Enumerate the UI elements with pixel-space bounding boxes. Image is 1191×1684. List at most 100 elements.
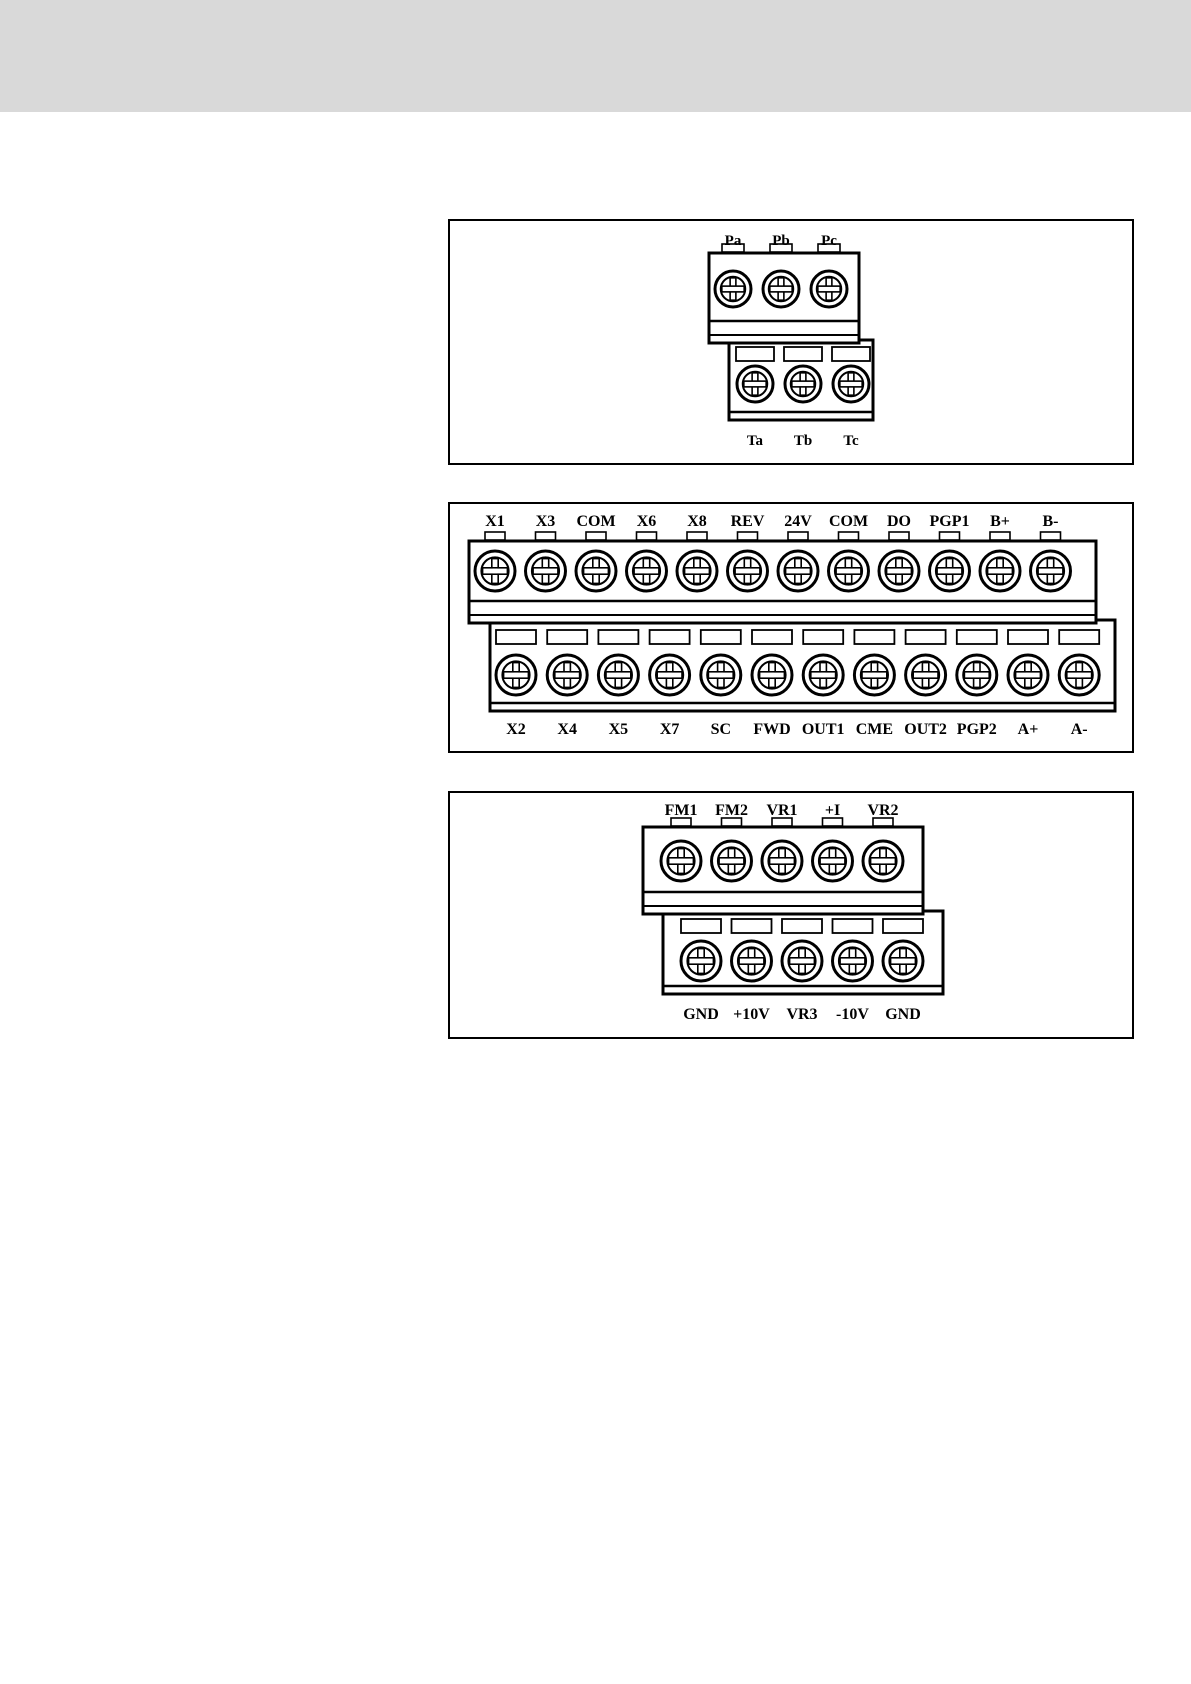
terminal-screw-icon xyxy=(496,655,536,695)
terminal-label-top: REV xyxy=(731,513,765,530)
terminal-slot xyxy=(832,347,870,361)
terminal-tab xyxy=(889,532,909,540)
terminal-label-top: +I xyxy=(825,802,840,819)
terminal-screw-icon xyxy=(661,841,701,881)
terminal-slot xyxy=(1059,630,1099,644)
terminal-label-top: DO xyxy=(887,513,911,530)
terminal-screw-icon xyxy=(1031,551,1071,591)
terminal-screw-icon xyxy=(598,655,638,695)
terminal-label-top: COM xyxy=(576,513,615,530)
terminal-slot xyxy=(957,630,997,644)
terminal-label-top: B+ xyxy=(990,513,1010,530)
terminal-screw-icon xyxy=(879,551,919,591)
terminal-slot xyxy=(803,630,843,644)
terminal-screw-icon xyxy=(906,655,946,695)
terminal-slot xyxy=(906,630,946,644)
terminal-slot xyxy=(883,919,923,933)
terminal-tab xyxy=(839,532,859,540)
terminal-screw-icon xyxy=(547,655,587,695)
terminal-block-control-io: X1X3COMX6X8REV24VCOMDOPGP1B+B-X2X4X5X7SC… xyxy=(448,502,1134,753)
terminal-label-bottom: Tc xyxy=(843,433,859,449)
terminal-screw-icon xyxy=(854,655,894,695)
terminal-label-bottom: SC xyxy=(711,721,731,738)
terminal-tab xyxy=(722,818,742,826)
terminal-label-bottom: Tb xyxy=(794,433,812,449)
terminal-screw-icon xyxy=(980,551,1020,591)
terminal-label-top: Pb xyxy=(772,233,790,249)
terminal-slot xyxy=(833,919,873,933)
terminal-screw-icon xyxy=(1008,655,1048,695)
terminal-tab xyxy=(671,818,691,826)
terminal-screw-icon xyxy=(762,841,802,881)
terminal-screw-icon xyxy=(627,551,667,591)
terminal-label-top: VR1 xyxy=(766,802,797,819)
terminal-tab xyxy=(990,532,1010,540)
terminal-screw-icon xyxy=(782,941,822,981)
terminal-slot xyxy=(547,630,587,644)
terminal-slot xyxy=(736,347,774,361)
terminal-label-bottom: VR3 xyxy=(786,1006,817,1023)
terminal-screw-icon xyxy=(930,551,970,591)
terminal-tab xyxy=(738,532,758,540)
terminal-label-bottom: A+ xyxy=(1018,721,1039,738)
terminal-label-bottom: A- xyxy=(1071,721,1088,738)
terminal-screw-icon xyxy=(677,551,717,591)
terminal-label-bottom: -10V xyxy=(836,1006,869,1023)
terminal-label-bottom: +10V xyxy=(733,1006,770,1023)
terminal-screw-icon xyxy=(526,551,566,591)
terminal-slot xyxy=(681,919,721,933)
terminal-block: X1X3COMX6X8REV24VCOMDOPGP1B+B-X2X4X5X7SC… xyxy=(469,513,1115,738)
terminal-label-top: PGP1 xyxy=(930,513,970,530)
terminal-screw-icon xyxy=(728,551,768,591)
terminal-label-bottom: CME xyxy=(856,721,893,738)
terminal-screw-icon xyxy=(752,655,792,695)
terminal-label-top: Pc xyxy=(821,233,837,249)
terminal-label-top: COM xyxy=(829,513,868,530)
terminal-label-bottom: X7 xyxy=(660,721,680,738)
terminal-label-top: X3 xyxy=(536,513,556,530)
terminal-screw-icon xyxy=(833,941,873,981)
terminal-slot xyxy=(854,630,894,644)
terminal-slot xyxy=(784,347,822,361)
terminal-label-bottom: FWD xyxy=(753,721,790,738)
terminal-screw-icon xyxy=(737,366,773,402)
page-header-band xyxy=(0,0,1191,112)
terminal-screw-icon xyxy=(833,366,869,402)
terminal-label-bottom: OUT1 xyxy=(802,721,845,738)
terminal-slot xyxy=(1008,630,1048,644)
terminal-screw-icon xyxy=(811,271,847,307)
terminal-label-top: Pa xyxy=(725,233,742,249)
terminal-label-bottom: Ta xyxy=(747,433,764,449)
terminal-screw-icon xyxy=(883,941,923,981)
terminal-tab xyxy=(687,532,707,540)
terminal-slot xyxy=(782,919,822,933)
terminal-label-top: VR2 xyxy=(867,802,898,819)
terminal-label-bottom: X5 xyxy=(609,721,629,738)
terminal-tab xyxy=(788,532,808,540)
terminal-label-bottom: X2 xyxy=(506,721,526,738)
terminal-slot xyxy=(701,630,741,644)
terminal-screw-icon xyxy=(475,551,515,591)
terminal-screw-icon xyxy=(863,841,903,881)
terminal-screw-icon xyxy=(957,655,997,695)
terminal-label-top: B- xyxy=(1043,513,1059,530)
terminal-label-bottom: GND xyxy=(885,1006,921,1023)
terminal-slot xyxy=(732,919,772,933)
terminal-tab xyxy=(772,818,792,826)
terminal-screw-icon xyxy=(732,941,772,981)
terminal-slot xyxy=(496,630,536,644)
terminal-label-top: FM1 xyxy=(665,802,698,819)
terminal-label-bottom: PGP2 xyxy=(957,721,997,738)
terminal-screw-icon xyxy=(763,271,799,307)
terminal-screw-icon xyxy=(712,841,752,881)
terminal-tab xyxy=(823,818,843,826)
terminal-screw-icon xyxy=(813,841,853,881)
terminal-label-bottom: OUT2 xyxy=(904,721,947,738)
terminal-label-top: X1 xyxy=(485,513,505,530)
terminal-slot xyxy=(598,630,638,644)
terminal-screw-icon xyxy=(576,551,616,591)
